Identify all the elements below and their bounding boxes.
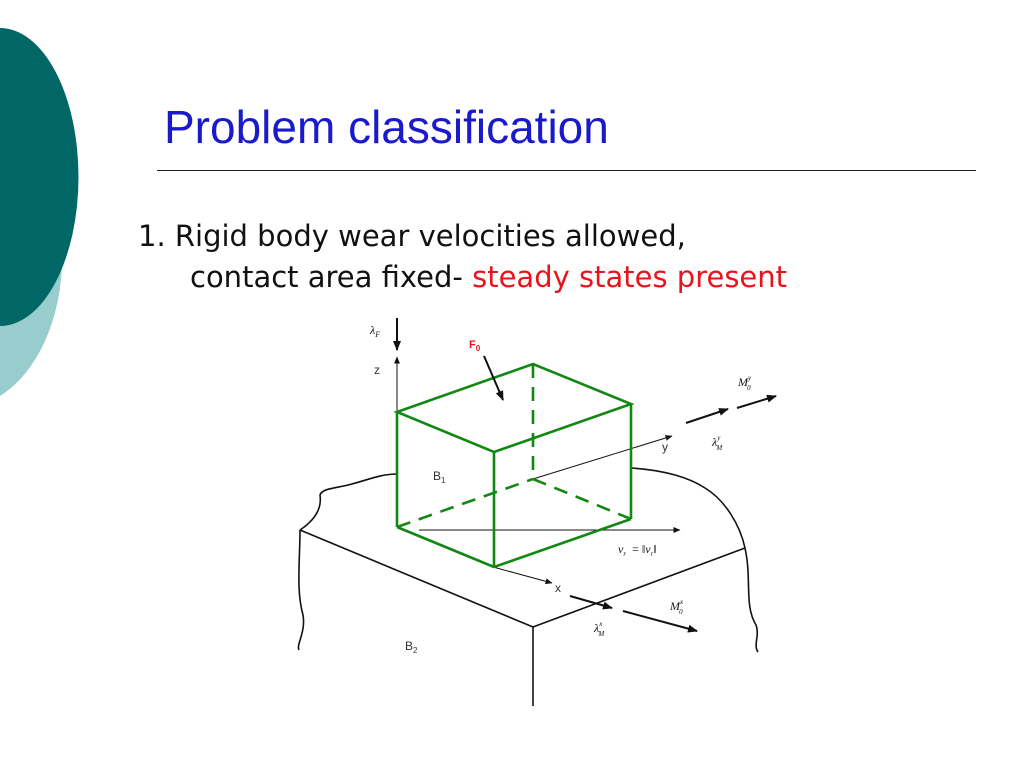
b2-top-left-edge <box>299 529 534 628</box>
b1-hidden-edges <box>396 364 632 529</box>
b2-back-wavy-right <box>630 467 746 549</box>
b1-hidden-bottom-left <box>396 477 534 529</box>
body-b1-label: B1 <box>433 469 446 485</box>
title-divider <box>157 170 976 171</box>
y-axis <box>532 435 673 480</box>
sliding-velocity-label: vr=‖vr‖ <box>618 542 657 558</box>
bullet-line-1: 1. Rigid body wear velocities allowed, <box>138 219 686 253</box>
b2-wavy-right-edge <box>744 547 759 653</box>
b1-hidden-bottom-right <box>532 477 632 521</box>
f0-label: F0 <box>469 339 481 353</box>
b1-top-face <box>393 362 635 454</box>
b2-back-wavy-surface <box>299 473 398 531</box>
m0x-arrow-a <box>569 595 613 610</box>
axes <box>394 356 681 585</box>
body-b2-label: B2 <box>405 639 418 655</box>
body-b1-box <box>393 362 635 569</box>
bullet-line-2-highlight: steady states present <box>472 260 788 294</box>
lambda-my-arrow-b <box>736 394 777 409</box>
lambda-f-label: λF <box>369 323 380 339</box>
z-axis-label: z <box>374 363 380 377</box>
b2-top-right-edge <box>532 547 746 628</box>
decorative-side-shapes <box>0 28 79 396</box>
x-axis <box>492 566 553 585</box>
deco-dark-circle <box>0 28 79 326</box>
bullet-line-2-plain: contact area fixed- <box>190 260 463 294</box>
b1-bottom-front-edge <box>396 525 495 569</box>
slide-title: Problem classification <box>164 101 609 153</box>
bullet-line-2: contact area fixed- steady states presen… <box>190 257 787 297</box>
m0x-arrow-b <box>622 610 698 633</box>
body-b2-outline <box>297 467 759 706</box>
load-arrows <box>393 318 777 633</box>
b2-wavy-left-edge <box>297 529 305 651</box>
y-axis-label: y <box>662 440 668 454</box>
f0-arrow <box>483 355 504 401</box>
b1-bottom-right-edge <box>493 517 632 569</box>
lambda-my-arrow-a <box>685 408 729 424</box>
x-axis-label: x <box>555 581 561 595</box>
